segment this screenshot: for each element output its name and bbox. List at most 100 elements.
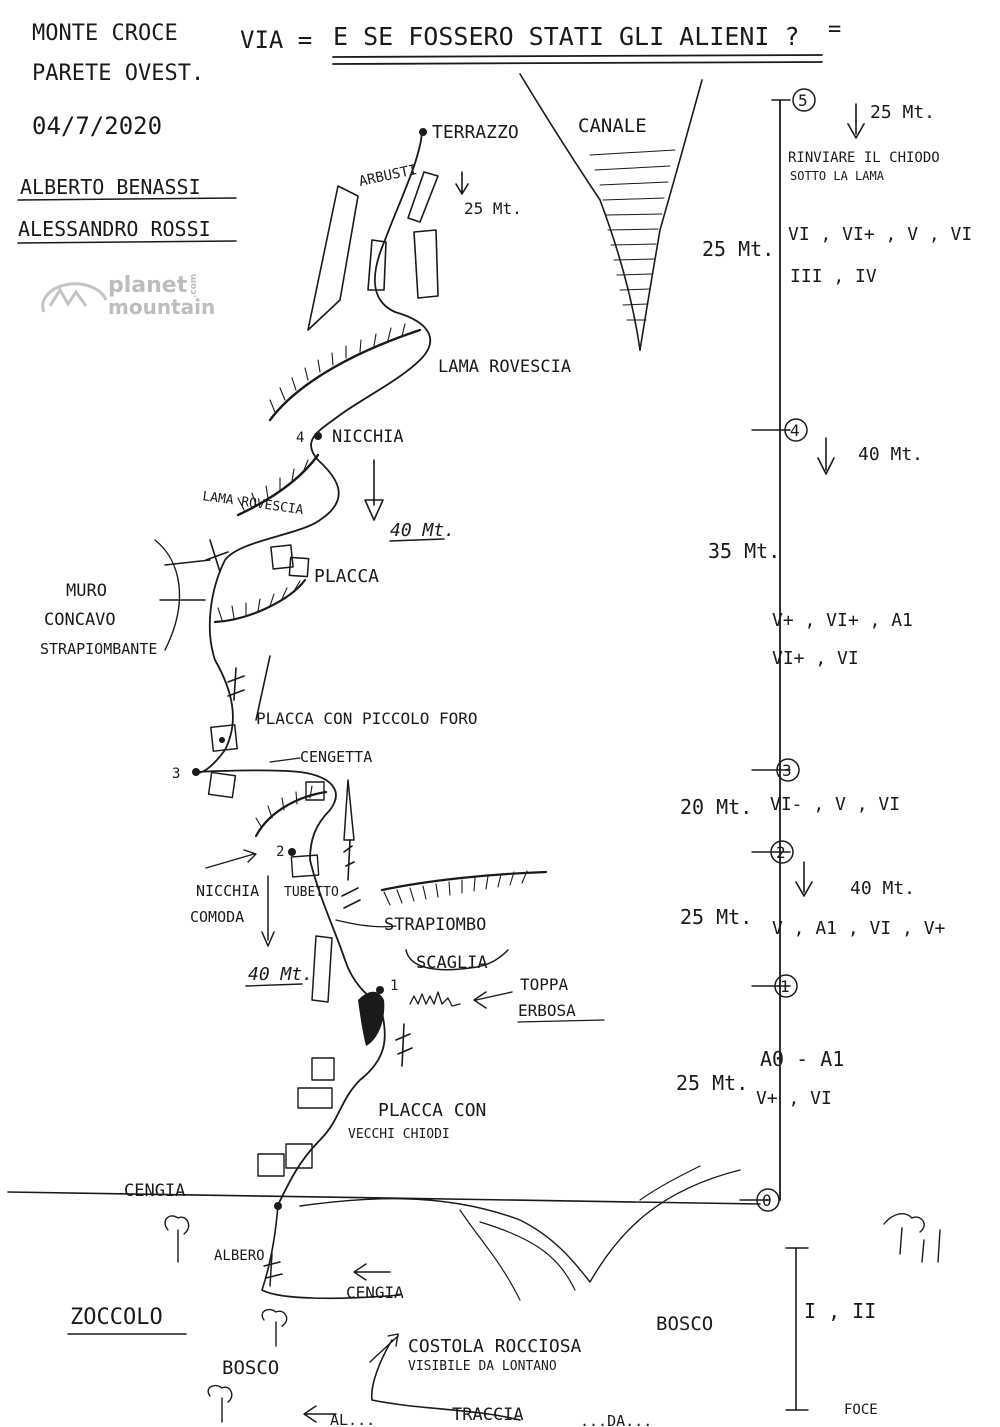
belay-4: 4 — [784, 418, 808, 442]
pitch-4: 35 Mt. V+ , VI+ , A1 VI+ , VI — [708, 539, 913, 669]
rappel-arrow-mid — [364, 459, 384, 521]
lama-rovescia-2 — [236, 453, 320, 517]
label-rappel-mid: 40 Mt. — [390, 520, 455, 541]
lama-2-teeth — [237, 459, 309, 511]
mountain-logo-icon — [41, 282, 108, 313]
route-name: E SE FOSSERO STATI GLI ALIENI ? — [333, 22, 800, 51]
route-suffix: = — [828, 17, 841, 42]
header-info: MONTE CROCE PARETE OVEST. 04/7/2020 ALBE… — [17, 21, 237, 244]
middle-features: LAMA ROVESCIA 40 Mt. PLACCA MURO CONCAVO… — [40, 453, 478, 799]
nicchia-comoda-arrow — [205, 849, 257, 869]
lower-block-b — [290, 854, 320, 878]
ascent-date: 04/7/2020 — [32, 112, 162, 140]
approach-path — [261, 1204, 401, 1300]
label-bosco-1: BOSCO — [656, 1313, 713, 1335]
pitch-1: 25 Mt. A0 - A1 V+ , VI — [676, 1047, 844, 1109]
pitch-3-length: 20 Mt. — [680, 795, 752, 819]
label-placca-foro: PLACCA CON PICCOLO FORO — [256, 709, 478, 728]
scaglia-outline — [405, 949, 509, 971]
label-foce: FOCE — [844, 1402, 878, 1418]
belay-1-point — [376, 986, 384, 994]
belay-0-point — [274, 1202, 282, 1210]
belay-2: 2 — [770, 840, 794, 864]
belay-2-circle — [770, 840, 794, 864]
tree-icon-bottom — [207, 1384, 233, 1423]
muro-overhang-line — [154, 539, 181, 651]
belay-3: 3 — [776, 758, 800, 782]
chiodi-square-d — [285, 1143, 313, 1169]
rappel-arrow-low — [261, 875, 275, 947]
pitch-5-grade-2: III , IV — [790, 266, 877, 287]
pitch-3-grade-1: VI- , V , VI — [770, 794, 900, 815]
canale-gully: CANALE — [519, 73, 703, 351]
chiodi-square-a — [311, 1057, 335, 1081]
slab-lower-left — [311, 935, 333, 1003]
tree-icon-mid — [261, 1308, 288, 1347]
gully-left-edge — [519, 73, 641, 351]
pitch-1-grade-2: V+ , VI — [756, 1088, 832, 1109]
label-arbusti: ARBUSTI — [358, 162, 419, 190]
pitch-4-length: 35 Mt. — [708, 539, 780, 563]
label-toppa-1: TOPPA — [520, 975, 569, 994]
label-toppa-2: ERBOSA — [518, 1001, 576, 1020]
stance-3-block — [207, 771, 237, 799]
crack-mark-e — [263, 1253, 283, 1287]
label-stance-3: 3 — [172, 766, 180, 782]
slab-b — [413, 229, 439, 299]
belay-5: 5 — [792, 88, 816, 112]
cengetta-pointer — [269, 757, 301, 763]
strapiombo-teeth — [383, 870, 528, 906]
cengia-arrow — [353, 1263, 391, 1281]
base-ridge-1 — [299, 1169, 741, 1283]
toppa-arrow — [473, 991, 513, 1009]
label-zoccolo: ZOCCOLO — [70, 1305, 163, 1330]
slab-a — [367, 239, 387, 291]
rappel-arrow-4 — [817, 437, 835, 475]
placca-square-b — [288, 556, 310, 578]
rappel-low-underline — [245, 983, 303, 987]
route-title: VIA = E SE FOSSERO STATI GLI ALIENI ? = — [240, 17, 841, 65]
lower-features: 2 NICCHIA COMODA TUBETTO 40 Mt. STRAPIOM… — [190, 779, 605, 1177]
lama-1-teeth — [269, 323, 406, 413]
slab-mid — [407, 171, 439, 223]
belay-5-point — [419, 128, 427, 136]
tree-icon-left — [164, 1215, 190, 1263]
crack-mark-b — [227, 667, 245, 701]
lower-slab-arrow — [343, 779, 355, 841]
belay-0-circle — [756, 1188, 780, 1212]
belay-0: 0 — [756, 1188, 780, 1212]
belay-2-point — [288, 848, 296, 856]
planetmountain-watermark: planet mountain .com — [41, 273, 215, 319]
rappel-2-length: 40 Mt. — [850, 878, 915, 899]
climber-2: ALESSANDRO ROSSI — [18, 217, 211, 241]
rappel-5-length: 25 Mt. — [870, 102, 935, 123]
strapiombo-line — [380, 870, 548, 892]
label-cengetta: CENGETTA — [300, 748, 372, 766]
approach-grade: I , II — [804, 1299, 876, 1323]
label-canale: CANALE — [578, 115, 647, 137]
rappel-5-note-2: SOTTO LA LAMA — [790, 169, 885, 183]
crack-mark-d — [395, 1023, 413, 1067]
label-cengia-1: CENGIA — [124, 1181, 185, 1201]
label-rappel-low: 40 Mt. — [248, 964, 313, 985]
label-nicchia-comoda-1: NICCHIA — [196, 882, 259, 900]
label-traccia: TRACCIA — [452, 1405, 524, 1425]
rappel-5-note-1: RINVIARE IL CHIODO — [788, 150, 940, 166]
wall-name: PARETE OVEST. — [32, 61, 204, 86]
pitch-5: 25 Mt. VI , VI+ , V , VI III , IV — [702, 224, 972, 287]
slab-left — [307, 185, 359, 331]
scaglia-flake — [358, 991, 385, 1046]
lower-lama — [254, 790, 328, 838]
chiodi-square-c — [257, 1153, 285, 1177]
strapiombo-bracket — [335, 919, 397, 928]
chiodi-square-b — [297, 1087, 333, 1109]
label-costola-1: COSTOLA ROCCIOSA — [408, 1336, 582, 1357]
pitch-1-length: 25 Mt. — [676, 1071, 748, 1095]
label-nicchia: NICCHIA — [332, 427, 404, 447]
base-ridge-3 — [639, 1165, 701, 1201]
pitch-scale: 5 4 3 2 1 0 25 Mt. RINVIARE IL CHIODO SO… — [676, 88, 972, 1411]
label-placca-chiodi-1: PLACCA CON — [378, 1100, 486, 1121]
pitch-4-grade-1: V+ , VI+ , A1 — [772, 610, 913, 631]
mountain-name: MONTE CROCE — [32, 21, 178, 46]
